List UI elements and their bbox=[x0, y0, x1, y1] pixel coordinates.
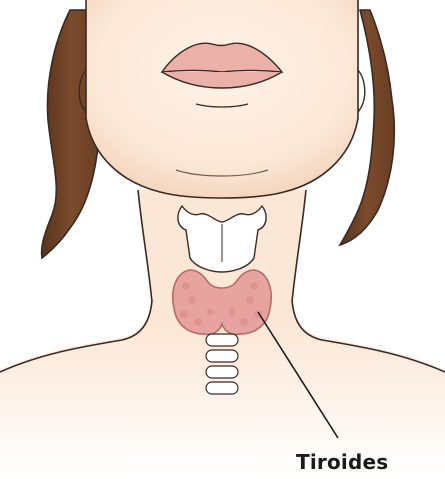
ear-right bbox=[358, 70, 365, 112]
face bbox=[86, 0, 358, 198]
thyroid-label: Tiroides bbox=[296, 452, 388, 472]
